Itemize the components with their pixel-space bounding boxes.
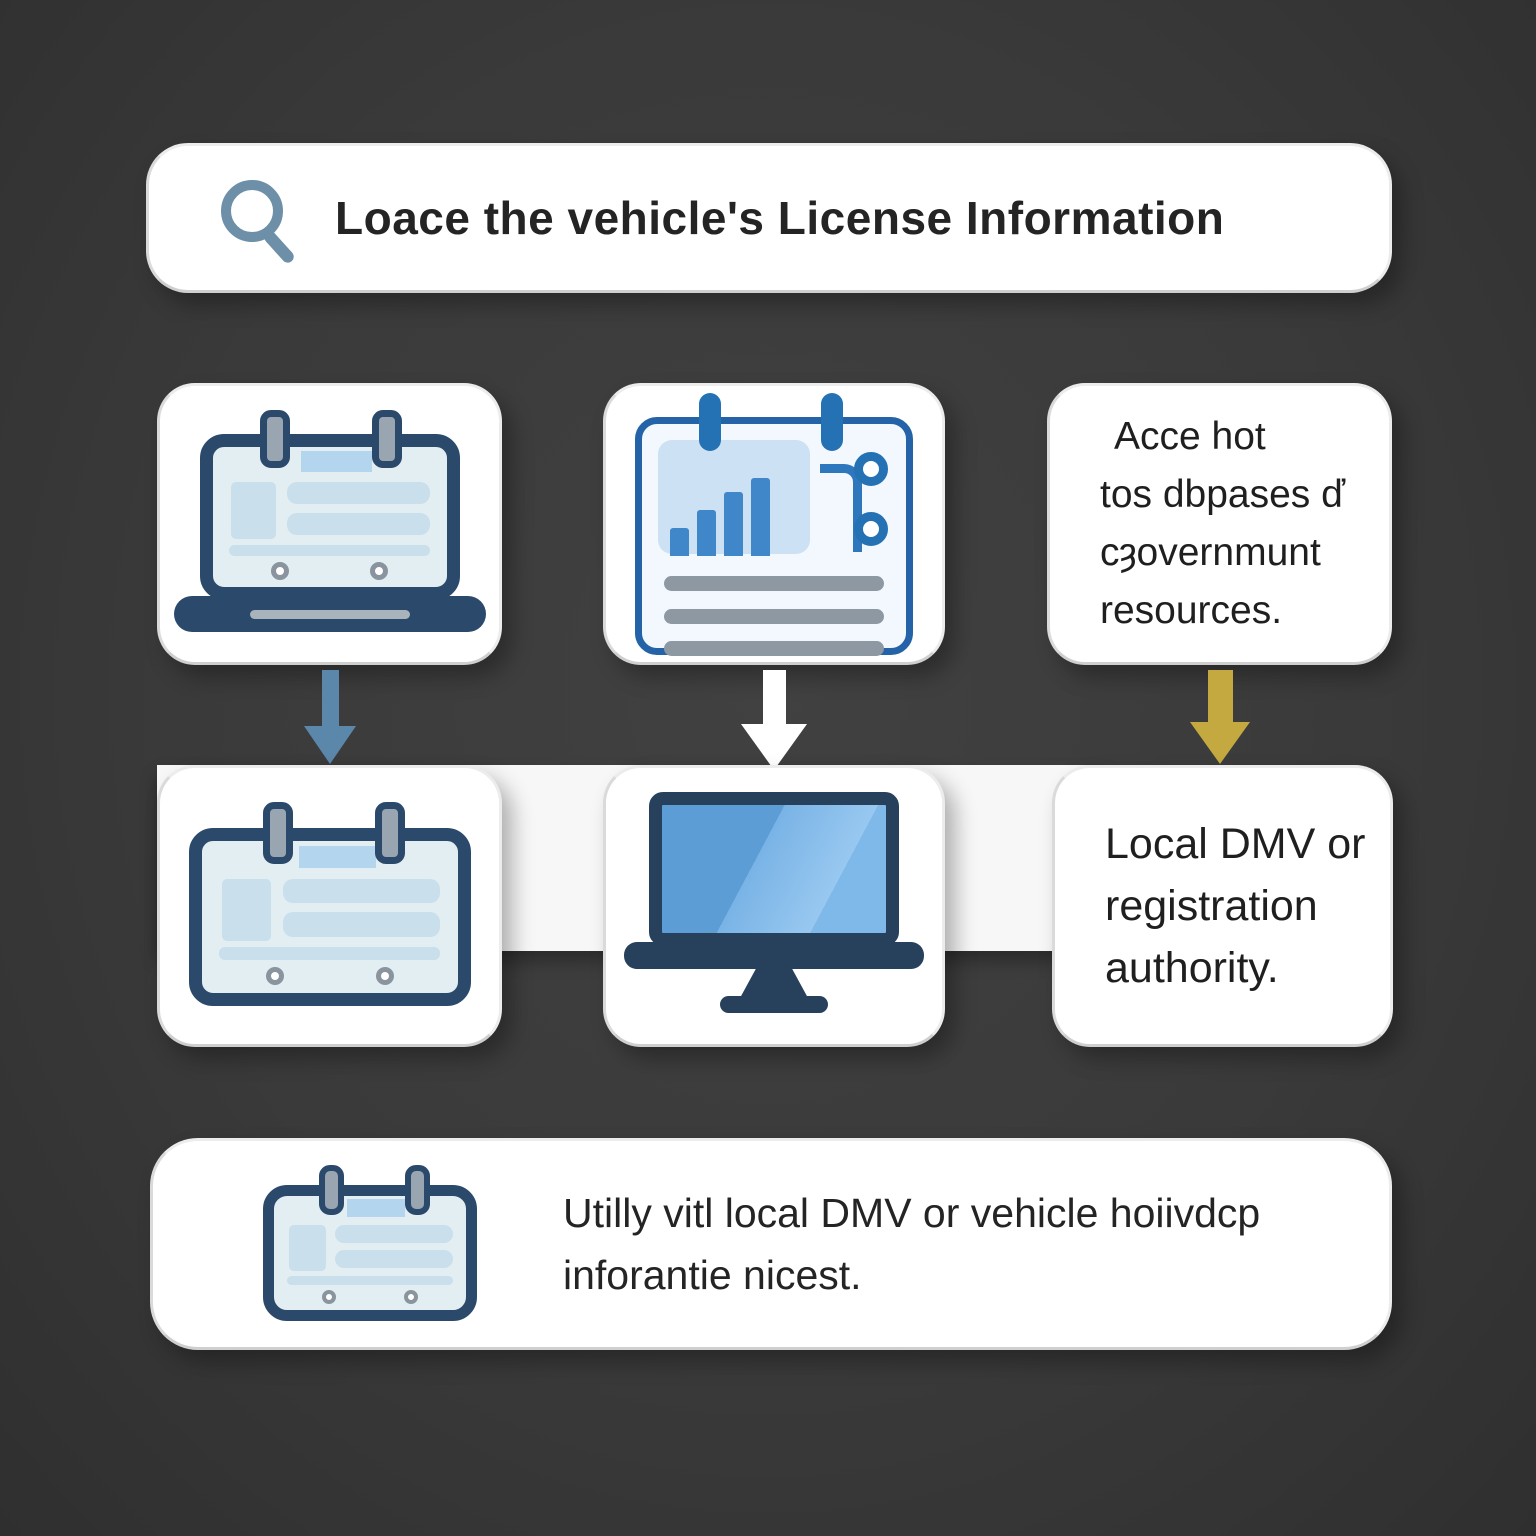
down-arrow-gold-icon [1190,670,1250,764]
card-monitor [603,765,945,1047]
license-plate-body [199,434,460,600]
monitor-icon [624,792,924,1020]
card-text-line: cȝovernmunt [1100,531,1321,574]
donut-dot-icon [854,512,888,546]
plate-bolt-icon [371,410,402,468]
search-bar-title: Loace the vehicle's License Information [335,192,1225,244]
card-license-plate-laptop [157,383,502,665]
card-access-databases-text: Acce hot tos dbpases ď cȝovernmunt resou… [1047,383,1392,665]
license-plate-body [188,828,471,1006]
search-icon [207,166,307,270]
chart-board-body [635,417,913,656]
plate-bolt-icon [262,802,293,864]
card-text-line: resources. [1100,589,1283,632]
donut-dot-icon [854,452,888,486]
board-pin-icon [821,393,843,451]
license-plate-icon [257,1165,485,1323]
chart-board-icon [635,393,913,656]
card-text-line: authority. [1105,944,1279,992]
card-license-plate [157,765,502,1047]
plate-bolt-icon [259,410,290,468]
bottom-summary-bar: Utilly vitl local DMV or vehicle hoiivdc… [150,1138,1392,1350]
search-bar[interactable]: Loace the vehicle's License Information [146,143,1392,293]
plate-bolt-icon [405,1165,430,1215]
down-arrow-white-icon [741,670,807,770]
card-chart-board [603,383,945,665]
license-plate-laptop-icon [173,410,486,638]
plate-bolt-icon [374,802,405,864]
monitor-screen [649,792,899,946]
card-text-line: Local DMV or [1105,820,1366,868]
license-plate-icon [175,802,485,1010]
card-text-line: registration [1105,882,1318,930]
license-plate-body [263,1185,477,1321]
search-icon-lens [221,180,283,242]
board-pin-icon [699,393,721,451]
bottom-text-line: inforantie nicest. [563,1252,862,1298]
bar-chart-glyph [670,462,820,556]
search-icon-handle [261,228,297,266]
card-text-line: tos dbpases ď [1100,473,1346,516]
plate-bolt-icon [319,1165,344,1215]
card-dmv-authority-text: Local DMV or registration authority. [1052,765,1393,1047]
card-text-line: Acce hot [1114,415,1266,458]
bottom-summary-text: Utilly vitl local DMV or vehicle hoiivdc… [563,1182,1260,1306]
down-arrow-blue-icon [304,670,356,764]
bottom-text-line: Utilly vitl local DMV or vehicle hoiivdc… [563,1190,1261,1236]
